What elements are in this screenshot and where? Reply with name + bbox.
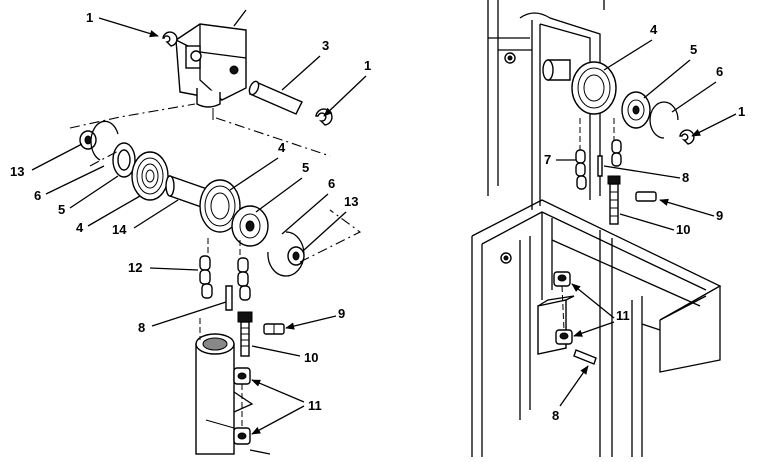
callout-5-r: 5 [690,42,697,57]
callout-3: 3 [322,38,329,53]
pin-part-3 [248,80,303,115]
right-callouts: 4 5 6 1 7 8 9 10 11 8 [544,22,745,423]
callout-1-r: 1 [738,104,745,119]
yoke-block [175,9,247,120]
screw-part-9 [263,323,285,335]
callout-14: 14 [112,222,127,237]
callout-11-r: 11 [616,308,630,323]
callout-1-top: 1 [86,10,93,25]
callout-11-left: 11 [308,398,322,413]
callout-12: 12 [128,260,142,275]
nuts-11-left [233,367,271,455]
chain-links-12 [199,255,251,301]
left-assembly: 1 3 1 13 6 5 4 14 4 5 6 13 12 [10,9,371,455]
callout-4-r: 4 [650,22,658,37]
callout-6-r: 6 [716,64,723,79]
left-side-rings [79,120,169,201]
callout-9-r: 9 [716,208,723,223]
right-side-rings [199,179,305,277]
upper-mast-frame [487,0,605,210]
bracket-and-nuts [537,271,597,365]
bolt-part-10 [237,311,253,357]
callout-6-left: 6 [34,188,41,203]
callout-13-left: 13 [10,164,24,179]
callout-4-left: 4 [76,220,84,235]
callout-10-left: 10 [304,350,318,365]
cotter-pin-8-upper [597,155,603,177]
left-callouts: 1 3 1 13 6 5 4 14 4 5 6 13 12 [10,10,371,435]
callout-1-right: 1 [364,58,371,73]
callout-10-r: 10 [676,222,690,237]
right-assembly: 4 5 6 1 7 8 9 10 11 8 [471,0,745,457]
screw-9-right [635,191,657,202]
lower-carriage-frame [471,199,722,457]
cotter-pin-8-left [225,285,233,311]
callout-9-left: 9 [338,306,345,321]
cylinder [195,318,254,455]
callout-6-right: 6 [328,176,335,191]
chain-links-7 [575,118,622,190]
callout-7-r: 7 [544,152,551,167]
bolt-10-right [607,175,621,225]
callout-8-left: 8 [138,320,145,335]
callout-5-right: 5 [302,160,309,175]
callout-5-left: 5 [58,202,65,217]
callout-8-r-lower: 8 [552,408,559,423]
callout-8-r-upper: 8 [682,170,689,185]
retaining-ring-1-top [162,31,178,47]
callout-13-right: 13 [344,194,358,209]
callout-4-right: 4 [278,140,286,155]
roller-assembly [542,59,695,145]
